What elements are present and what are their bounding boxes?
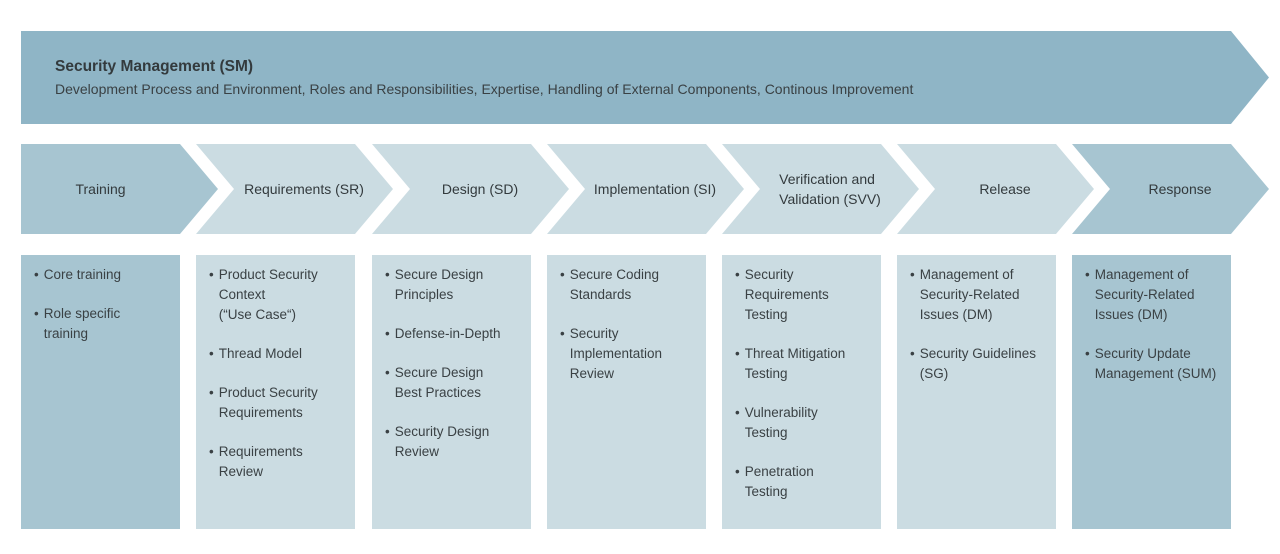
- bullet-text: Product Security Context (“Use Case“): [218, 267, 318, 322]
- bullet-text: Core training: [43, 267, 122, 282]
- stage-chevron-verification-validation: Verification and Validation (SVV): [722, 144, 919, 234]
- bullet-item: • Product Security Context (“Use Case“): [209, 265, 347, 325]
- bullet-item: • Secure Coding Standards: [560, 265, 698, 305]
- stage-panel-verification-validation: • Security Requirements Testing • Threat…: [722, 255, 881, 529]
- bullet-marker: •: [1085, 346, 1090, 361]
- bullet-item: • Secure Design Principles: [385, 265, 523, 305]
- bullet-item: • Role specific training: [34, 304, 172, 344]
- stage-panel-response: • Management of Security-Related Issues …: [1072, 255, 1231, 529]
- stage-chevron-implementation: Implementation (SI): [547, 144, 744, 234]
- stage-panel-release: • Management of Security-Related Issues …: [897, 255, 1056, 529]
- stage-chevron-response: Response: [1072, 144, 1269, 234]
- stage-panel-design: • Secure Design Principles • Defense-in-…: [372, 255, 531, 529]
- bullet-text: Security Design Review: [394, 424, 490, 459]
- bullet-marker: •: [1085, 267, 1090, 282]
- bullet-marker: •: [209, 267, 214, 282]
- bullet-item: • Core training: [34, 265, 172, 285]
- bullet-marker: •: [910, 267, 915, 282]
- bullet-marker: •: [560, 326, 565, 341]
- bullet-marker: •: [560, 267, 565, 282]
- bullet-text: Penetration Testing: [744, 464, 814, 499]
- bullet-item: • Penetration Testing: [735, 462, 873, 502]
- bullet-item: • Security Implementation Review: [560, 324, 698, 384]
- stage-chevron-design: Design (SD): [372, 144, 569, 234]
- bullet-text: Role specific training: [43, 306, 121, 341]
- bullet-item: • Security Update Management (SUM): [1085, 344, 1223, 384]
- stage-label-requirements: Requirements (SR): [244, 181, 364, 197]
- stage-chevron-training: Training: [21, 144, 218, 234]
- bullet-text: Secure Coding Standards: [569, 267, 660, 302]
- stage-label-training: Training: [75, 181, 126, 197]
- bullet-item: • Threat Mitigation Testing: [735, 344, 873, 384]
- banner-subtitle: Development Process and Environment, Rol…: [55, 81, 914, 97]
- bullet-text: Defense-in-Depth: [394, 326, 501, 341]
- bullet-item: • Security Design Review: [385, 422, 523, 462]
- bullet-marker: •: [385, 267, 390, 282]
- bullet-text: Requirements Review: [218, 444, 303, 479]
- banner-title: Security Management (SM): [55, 58, 254, 75]
- bullet-item: • Vulnerability Testing: [735, 403, 873, 443]
- bullet-item: • Security Guidelines (SG): [910, 344, 1048, 384]
- bullet-marker: •: [209, 346, 214, 361]
- stage-chevron-requirements: Requirements (SR): [196, 144, 393, 234]
- bullet-marker: •: [209, 444, 214, 459]
- bullet-marker: •: [735, 405, 740, 420]
- bullet-item: • Security Requirements Testing: [735, 265, 873, 325]
- stage-panel-implementation: • Secure Coding Standards • Security Imp…: [547, 255, 706, 529]
- bullet-marker: •: [385, 365, 390, 380]
- bullet-text: Secure Design Principles: [394, 267, 484, 302]
- bullet-marker: •: [385, 424, 390, 439]
- stage-panel-training: • Core training • Role specific training: [21, 255, 180, 529]
- bullet-item: • Management of Security-Related Issues …: [1085, 265, 1223, 325]
- stage-label-design: Design (SD): [441, 181, 519, 197]
- bullet-text: Security Update Management (SUM): [1094, 346, 1217, 381]
- bullet-marker: •: [209, 385, 214, 400]
- bullet-item: • Secure Design Best Practices: [385, 363, 523, 403]
- bullet-marker: •: [34, 267, 39, 282]
- bullet-item: • Requirements Review: [209, 442, 347, 482]
- bullet-marker: •: [735, 267, 740, 282]
- bullet-item: • Thread Model: [209, 344, 347, 364]
- bullet-text: Threat Mitigation Testing: [744, 346, 846, 381]
- bullet-text: Security Implementation Review: [569, 326, 663, 381]
- bullet-marker: •: [34, 306, 39, 321]
- bullet-marker: •: [385, 326, 390, 341]
- bullet-text: Management of Security-Related Issues (D…: [1094, 267, 1195, 322]
- stage-panel-requirements: • Product Security Context (“Use Case“) …: [196, 255, 355, 529]
- stage-chevron-release: Release: [897, 144, 1094, 234]
- bullet-text: Product Security Requirements: [218, 385, 318, 420]
- bullet-text: Security Guidelines (SG): [919, 346, 1037, 381]
- bullet-text: Security Requirements Testing: [744, 267, 829, 322]
- bullet-marker: •: [910, 346, 915, 361]
- stage-label-release: Release: [979, 181, 1031, 197]
- bullet-text: Management of Security-Related Issues (D…: [919, 267, 1020, 322]
- bullet-item: • Product Security Requirements: [209, 383, 347, 423]
- stage-label-response: Response: [1148, 181, 1212, 197]
- stage-label-implementation: Implementation (SI): [593, 181, 717, 197]
- stage-label-verification-validation: Verification and Validation (SVV): [779, 171, 881, 207]
- bullet-marker: •: [735, 346, 740, 361]
- bullet-item: • Defense-in-Depth: [385, 324, 523, 344]
- bullet-text: Secure Design Best Practices: [394, 365, 484, 400]
- bullet-marker: •: [735, 464, 740, 479]
- bullet-item: • Management of Security-Related Issues …: [910, 265, 1048, 325]
- security-management-banner: Security Management (SM) Development Pro…: [21, 31, 1269, 124]
- bullet-text: Vulnerability Testing: [744, 405, 818, 440]
- bullet-text: Thread Model: [218, 346, 303, 361]
